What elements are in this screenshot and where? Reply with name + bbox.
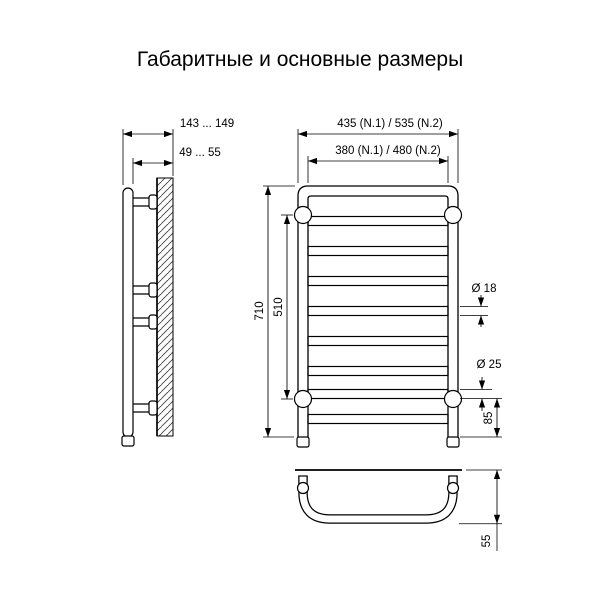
- wall-flange: [148, 314, 158, 330]
- dim-label-bottom-offset: 85: [483, 412, 495, 425]
- foot: [121, 435, 135, 447]
- foot: [446, 436, 460, 448]
- top-view: [295, 469, 462, 524]
- wall-flange: [148, 282, 158, 298]
- dimensions: 143 ... 149 49 ... 55 435 (N.1) / 535 (N…: [122, 118, 502, 551]
- front-view: [293, 185, 463, 448]
- riser-pipe-side: [122, 187, 134, 438]
- rung: [307, 388, 449, 400]
- wall-flange: [148, 400, 158, 416]
- bracket-tube: [130, 403, 152, 413]
- dim-label-wall-gap: 49 ... 55: [179, 147, 221, 159]
- bracket-tube: [130, 317, 152, 327]
- dim-label-width-overall: 435 (N.1) / 535 (N.2): [337, 118, 443, 130]
- rung: [307, 305, 449, 317]
- dim-label-height: 710: [254, 301, 266, 320]
- frame-inner: [307, 195, 449, 437]
- rung: [307, 215, 449, 227]
- dim-label-bracket-spacing: 510: [273, 297, 285, 316]
- riser-circle: [296, 481, 310, 495]
- flange-circle: [443, 205, 463, 225]
- rung: [307, 365, 449, 377]
- flange-circle: [443, 389, 463, 409]
- dim-label-wall-distance: 55: [481, 535, 493, 548]
- dimension-height-overall: 710: [254, 185, 295, 438]
- dimension-side-depth-overall: 143 ... 149: [122, 118, 234, 185]
- rung: [307, 275, 449, 287]
- dimension-bracket-spacing: 510: [273, 214, 293, 400]
- dimension-bottom-offset: 85: [460, 398, 502, 438]
- rung: [307, 245, 449, 257]
- dim-label-collector-diameter: Ø 25: [477, 359, 502, 371]
- side-view: [121, 177, 174, 447]
- dimension-rung-diameter: Ø 18: [460, 283, 496, 327]
- dimension-front-width-overall: 435 (N.1) / 535 (N.2): [297, 118, 459, 183]
- dim-label-rung-diameter: Ø 18: [472, 283, 497, 295]
- flange-circle: [293, 205, 313, 225]
- wall-flange: [148, 194, 158, 210]
- riser-circle: [446, 481, 460, 495]
- rung: [307, 413, 449, 425]
- flange-circle: [293, 389, 313, 409]
- bracket-tube: [130, 197, 152, 207]
- tube-fill: [299, 476, 457, 523]
- foot: [296, 436, 310, 448]
- dim-label-side-depth: 143 ... 149: [180, 118, 234, 130]
- wall-section: [156, 177, 174, 437]
- rung: [307, 335, 449, 347]
- dimension-front-width-inner: 380 (N.1) / 480 (N.2): [307, 145, 449, 183]
- dimension-side-wall-gap: 49 ... 55: [132, 147, 221, 184]
- page-title: Габаритные и основные размеры: [137, 48, 463, 71]
- frame-outer: [297, 185, 459, 437]
- dim-label-width-inner: 380 (N.1) / 480 (N.2): [335, 145, 441, 157]
- bracket-tube: [130, 285, 152, 295]
- dimension-wall-distance: 55: [459, 469, 502, 551]
